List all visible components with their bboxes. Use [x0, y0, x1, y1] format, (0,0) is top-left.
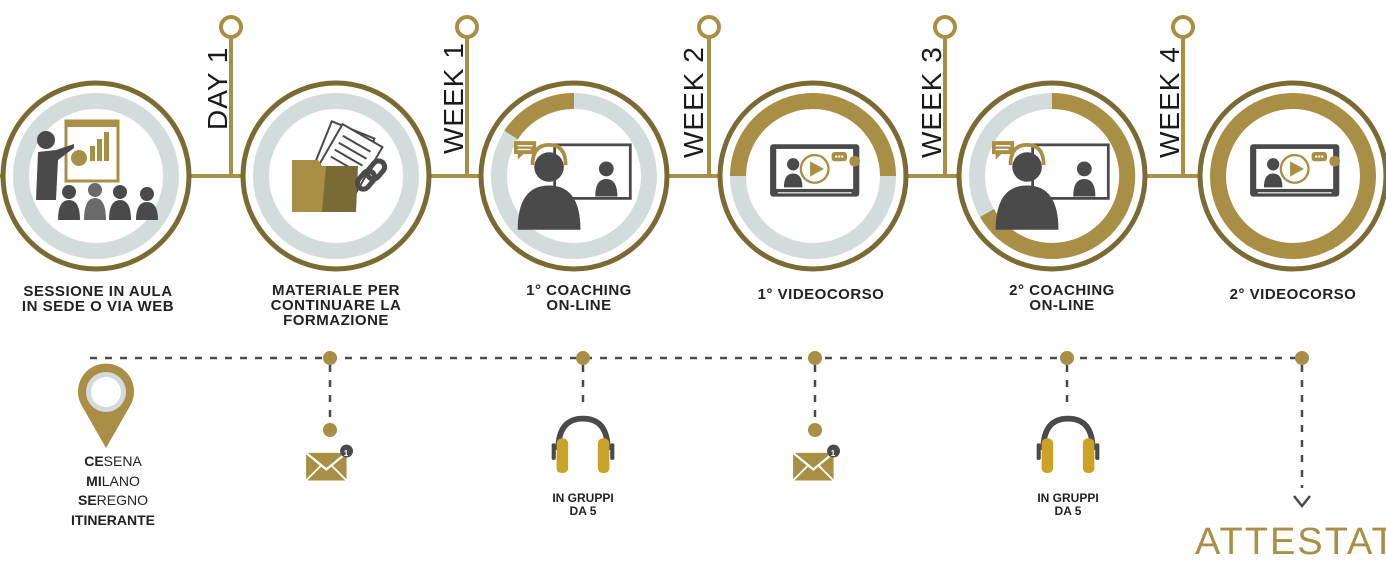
chevron-down-icon	[1293, 495, 1311, 509]
step-circle-5	[956, 80, 1148, 272]
timeline-dot	[1295, 351, 1309, 365]
progress-arc	[980, 92, 1136, 259]
step-label-4: 1° VIDEOCORSO	[757, 286, 885, 303]
city-milano: MILANO	[86, 472, 140, 489]
group-label-1: IN GRUPPI DA 5	[552, 491, 614, 518]
timeline-dot	[1060, 351, 1074, 365]
step-label-5: 2° COACHING ON-LINE	[1009, 282, 1115, 314]
timeline-diagram: 1 1	[0, 15, 1386, 509]
week-marker-week3	[933, 15, 957, 176]
week-label-week4: WEEK 4	[1154, 46, 1185, 158]
week-label-week3: WEEK 3	[916, 46, 947, 158]
week-label-week2: WEEK 2	[678, 46, 709, 158]
location-pin-icon	[78, 363, 135, 448]
city-list: CESENA MILANO SEREGNO ITINERANTE	[48, 452, 178, 530]
final-label: ATTESTATO	[1195, 521, 1386, 563]
email-badge: 1	[344, 449, 349, 458]
step-circle-6	[1197, 80, 1386, 272]
timeline-dot	[323, 351, 337, 365]
classroom-presentation-icon	[36, 119, 158, 220]
week-marker-week4	[1171, 15, 1195, 176]
step-circle-2	[240, 80, 432, 272]
step-circle-4	[717, 80, 909, 272]
headset-icon	[552, 419, 615, 473]
city-itinerante: ITINERANTE	[71, 511, 155, 528]
timeline-dot	[808, 351, 822, 365]
step-circle-3	[478, 80, 670, 272]
step-label-1: SESSIONE IN AULA IN SEDE O VIA WEB	[21, 283, 175, 315]
week-marker-week1	[455, 15, 479, 176]
city-cesena: CESENA	[84, 453, 142, 469]
week-label-day1: DAY 1	[202, 46, 233, 130]
step-label-6: 2° VIDEOCORSO	[1229, 286, 1357, 303]
week-marker-day1	[219, 15, 243, 176]
video-course-icon	[1248, 143, 1342, 198]
progress-arc	[504, 92, 575, 140]
step-circle-1	[0, 80, 192, 272]
headset-icon	[1037, 419, 1100, 473]
week-marker-week2	[697, 15, 721, 176]
group-label-2: IN GRUPPI DA 5	[1037, 491, 1099, 518]
step-label-3: 1° COACHING ON-LINE	[526, 282, 632, 314]
timeline-dot	[576, 351, 590, 365]
progress-arc	[730, 93, 896, 177]
step-label-2: MATERIALE PER CONTINUARE LA FORMAZIONE	[270, 282, 402, 329]
week-label-week1: WEEK 1	[438, 42, 469, 154]
city-seregno: SEREGNO	[77, 492, 149, 508]
video-course-icon	[768, 143, 862, 198]
email-badge: 1	[831, 449, 836, 458]
progress-arc	[1210, 93, 1376, 259]
documents-folder-icon	[292, 120, 388, 212]
